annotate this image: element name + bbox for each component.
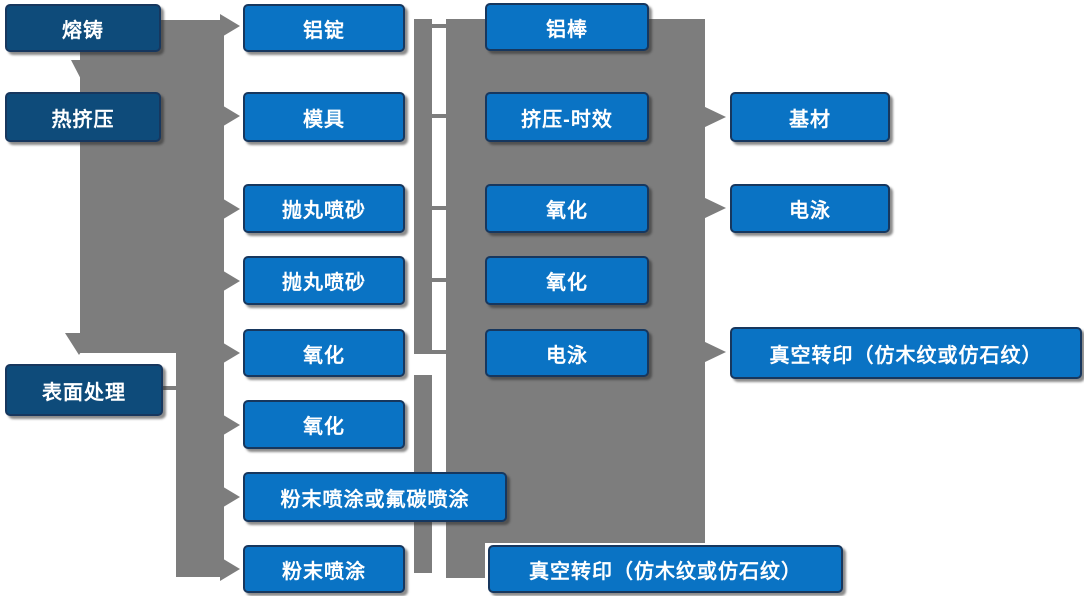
node-oxidation-right-1-label: 氧化 [546, 200, 588, 222]
arrow-right-to-electrophoresis-right-icon [703, 197, 726, 219]
connector-link-row2 [414, 114, 448, 118]
node-vacuum-transfer-right-label: 真空转印（仿木纹或仿石纹） [769, 344, 1043, 367]
connector-link-row4 [414, 278, 448, 282]
arrow-right-to-shot-blasting-2-icon [220, 269, 240, 293]
node-melting-label: 熔铸 [62, 19, 104, 42]
node-hot-extrusion: 热挤压 [5, 92, 161, 142]
arrow-down-to-hot-extrusion-icon [71, 60, 99, 87]
node-powder-coating: 粉末喷涂 [243, 540, 405, 593]
node-aluminum-rod: 铝棒 [485, 0, 649, 51]
node-powder-or-fluorocarbon-coating-label: 粉末喷涂或氟碳喷涂 [280, 488, 470, 511]
connector-surface-treatment-stub [160, 386, 178, 390]
arrow-right-to-powder-fluorocarbon-icon [220, 485, 240, 509]
arrow-right-to-oxidation-2-icon [220, 413, 240, 437]
arrow-right-to-base-material-icon [703, 106, 726, 128]
node-extrusion-aging-label: 挤压-时效 [521, 108, 613, 131]
node-extrusion-aging: 挤压-时效 [485, 87, 649, 142]
node-powder-or-fluorocarbon-coating: 粉末喷涂或氟碳喷涂 [243, 467, 507, 522]
node-oxidation-right-2: 氧化 [485, 251, 649, 305]
arrow-right-to-aluminum-ingot-icon [220, 14, 240, 38]
connector-left-trunk-narrow [176, 20, 224, 577]
node-shot-blasting-2: 抛丸喷砂 [243, 251, 405, 305]
node-melting: 熔铸 [5, 4, 161, 52]
node-hot-extrusion-label: 热挤压 [51, 108, 115, 131]
node-shot-blasting-2-label: 抛丸喷砂 [282, 272, 366, 294]
connector-mid-bar-upper [414, 19, 432, 354]
node-aluminum-rod-label: 铝棒 [546, 18, 588, 41]
node-electrophoresis-right-label: 电泳 [789, 200, 831, 222]
arrow-right-to-oxidation-1-icon [220, 341, 240, 365]
node-aluminum-ingot-label: 铝锭 [303, 19, 345, 42]
node-electrophoresis-right: 电泳 [730, 179, 890, 233]
node-aluminum-ingot: 铝锭 [243, 0, 405, 52]
node-base-material-label: 基材 [789, 108, 831, 131]
node-electrophoresis-mid: 电泳 [485, 324, 649, 377]
node-powder-coating-label: 粉末喷涂 [282, 560, 366, 583]
connector-link-row1 [414, 24, 448, 28]
node-mold: 模具 [243, 87, 405, 142]
node-oxidation-right-1: 氧化 [485, 179, 649, 233]
arrow-right-to-mold-icon [220, 104, 240, 128]
node-shot-blasting-1: 抛丸喷砂 [243, 179, 405, 233]
arrow-right-to-shot-blasting-1-icon [220, 197, 240, 221]
connector-link-row5 [414, 350, 448, 354]
arrow-down-to-surface-treatment-icon [65, 333, 93, 355]
node-oxidation-mid-1: 氧化 [243, 324, 405, 377]
node-oxidation-mid-1-label: 氧化 [303, 344, 345, 367]
arrow-right-to-vacuum-transfer-right-icon [703, 341, 726, 363]
node-vacuum-transfer-right: 真空转印（仿木纹或仿石纹） [730, 322, 1082, 379]
node-oxidation-mid-2-label: 氧化 [303, 416, 345, 438]
node-mold-label: 模具 [303, 108, 345, 131]
connector-link-row3 [414, 206, 448, 210]
node-shot-blasting-1-label: 抛丸喷砂 [282, 200, 366, 222]
node-electrophoresis-mid-label: 电泳 [546, 344, 588, 367]
connector-right-trunk-foot [446, 519, 485, 578]
node-surface-treatment-label: 表面处理 [42, 381, 126, 404]
node-surface-treatment: 表面处理 [5, 364, 163, 416]
node-base-material: 基材 [730, 87, 890, 142]
node-vacuum-transfer-bottom: 真空转印（仿木纹或仿石纹） [488, 540, 843, 593]
node-oxidation-right-2-label: 氧化 [546, 272, 588, 294]
node-oxidation-mid-2: 氧化 [243, 395, 405, 449]
node-vacuum-transfer-bottom-label: 真空转印（仿木纹或仿石纹） [529, 560, 802, 583]
arrow-right-to-powder-coating-icon [220, 557, 240, 581]
